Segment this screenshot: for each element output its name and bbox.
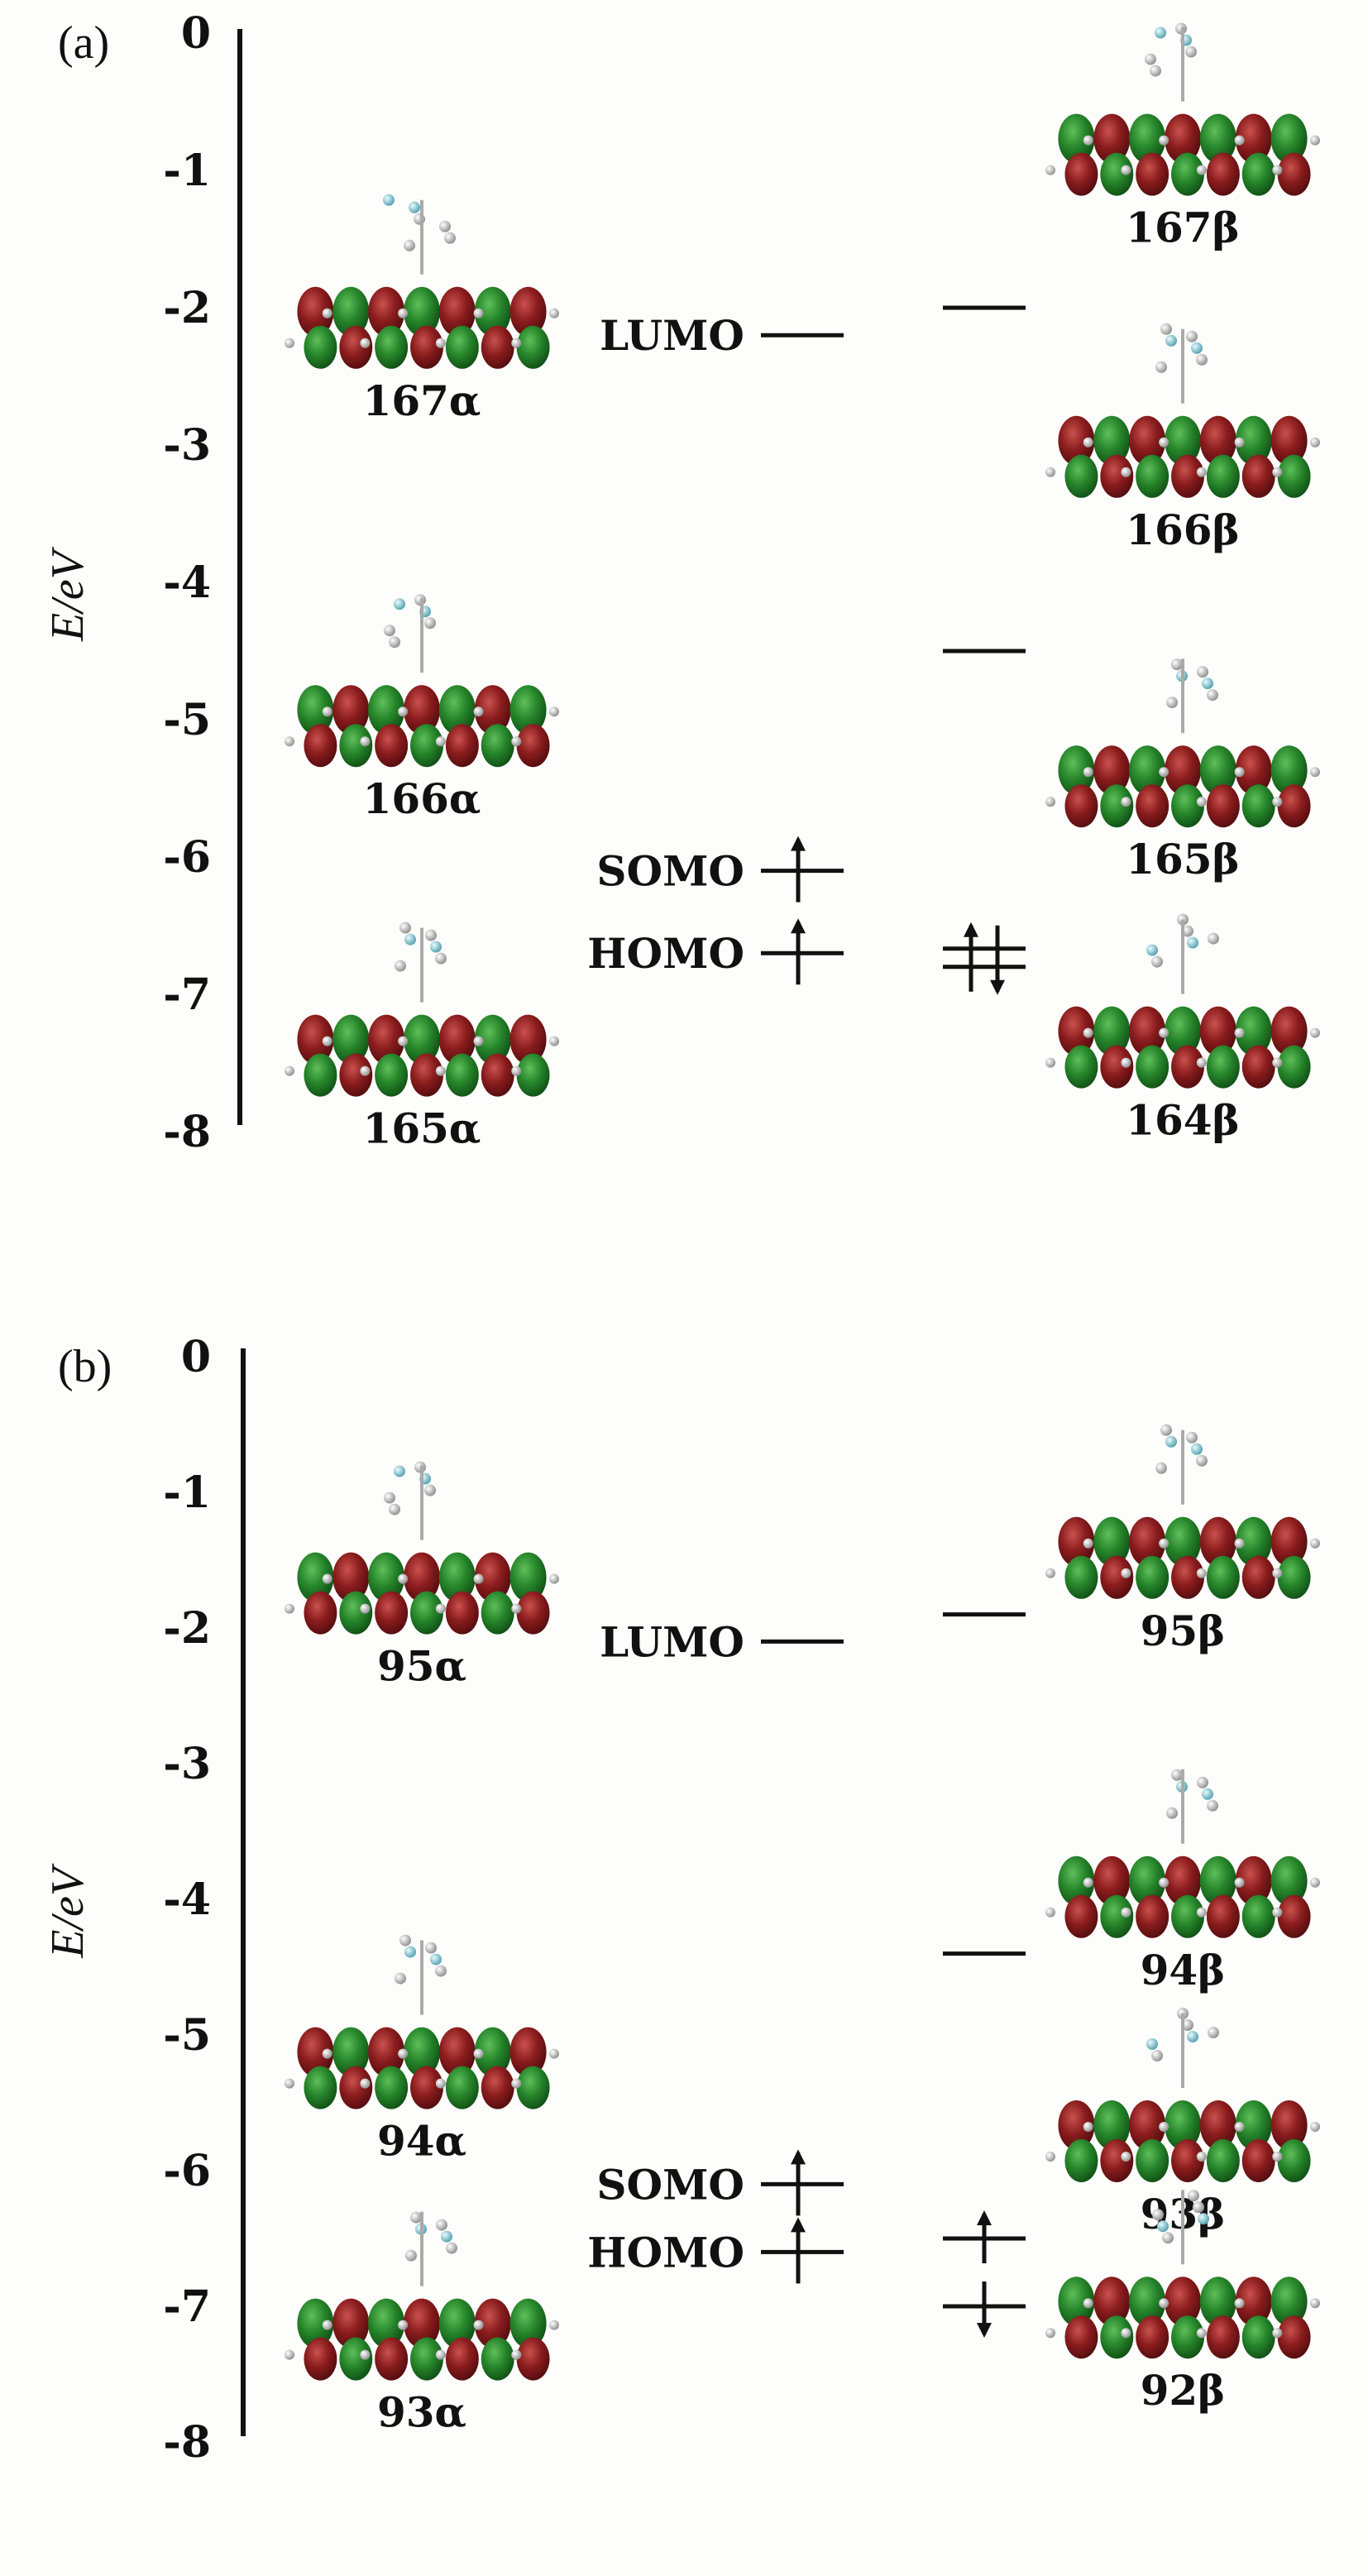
energy-tick-label: 0 [181, 1332, 211, 1382]
beta-orbital-isosurface [1045, 2190, 1320, 2359]
energy-tick-label: -6 [163, 832, 211, 883]
level-label: HOMO [587, 2228, 744, 2277]
panel-label: (a) [58, 17, 109, 69]
alpha-orbital-isosurface [285, 1461, 559, 1635]
level-label: HOMO [587, 929, 744, 978]
energy-tick-label: -3 [163, 1739, 211, 1789]
beta-orbital-label: 95β [1141, 1606, 1226, 1655]
energy-tick-label: -2 [163, 1603, 211, 1654]
spin-up-arrow [791, 836, 806, 903]
spin-up-arrow [791, 2149, 806, 2216]
beta-orbital-label: 165β [1126, 835, 1240, 883]
energy-axis-label: E/eV [42, 546, 93, 642]
energy-axis-label: E/eV [42, 1863, 93, 1959]
beta-orbital-label: 164β [1126, 1096, 1240, 1145]
panel-b: (b) 0 -1 -2 -3 -4 -5 -6 -7 -8 E/eV 95α 94α 93α 95β 94β 9… [42, 1332, 1320, 2468]
beta-orbital-isosurface [1045, 323, 1320, 498]
spin-down-arrow [977, 2282, 992, 2338]
spin-up-arrow [977, 2210, 992, 2263]
level-label: LUMO [600, 1617, 744, 1666]
alpha-orbital-isosurface [285, 922, 559, 1097]
beta-orbital-label: 92β [1141, 2366, 1226, 2415]
beta-orbital-isosurface [1045, 2008, 1320, 2182]
energy-tick-label: 0 [181, 8, 211, 59]
energy-tick-label: -4 [163, 1875, 211, 1925]
beta-orbital-label: 94β [1141, 1946, 1226, 1994]
alpha-orbital-label: 94α [377, 2117, 466, 2166]
level-label: SOMO [596, 847, 744, 896]
energy-tick-label: -3 [163, 420, 211, 471]
energy-tick-label: -8 [163, 1107, 211, 1157]
beta-orbital-isosurface [1045, 1424, 1320, 1599]
alpha-orbital-isosurface [285, 1934, 559, 2109]
energy-tick-label: -4 [163, 558, 211, 608]
beta-orbital-label: 167β [1126, 203, 1240, 252]
beta-orbital-isosurface [1045, 658, 1320, 828]
spin-up-arrow [791, 2217, 806, 2284]
beta-orbital-isosurface [1045, 22, 1320, 196]
beta-orbital-label: 166β [1126, 505, 1240, 554]
spin-down-arrow [990, 925, 1005, 995]
beta-orbital-isosurface [1045, 913, 1320, 1089]
level-label: LUMO [600, 311, 744, 360]
level-label: SOMO [596, 2160, 744, 2209]
energy-tick-label: -5 [163, 695, 211, 745]
spin-up-arrow [964, 922, 978, 992]
alpha-orbital-label: 95α [377, 1642, 466, 1691]
alpha-orbital-isosurface [285, 2211, 559, 2381]
energy-tick-label: -1 [163, 146, 211, 196]
panel-a: (a) 0 -1 -2 -3 -4 -5 -6 -7 -8 E/eV 167α 166α 165α 167β… [42, 8, 1320, 1157]
energy-tick-label: -6 [163, 2146, 211, 2196]
panel-label: (b) [58, 1341, 112, 1392]
energy-tick-label: -1 [163, 1468, 211, 1518]
energy-tick-label: -2 [163, 283, 211, 333]
energy-tick-label: -7 [163, 2282, 211, 2332]
alpha-orbital-label: 167α [363, 376, 481, 425]
beta-orbital-isosurface [1045, 1769, 1320, 1938]
energy-tick-label: -8 [163, 2417, 211, 2468]
alpha-orbital-isosurface [285, 594, 559, 768]
alpha-orbital-label: 93α [377, 2388, 466, 2437]
energy-tick-label: -5 [163, 2010, 211, 2061]
spin-up-arrow [791, 918, 806, 985]
alpha-orbital-label: 166α [363, 774, 481, 823]
alpha-orbital-label: 165α [363, 1104, 481, 1153]
energy-tick-label: -7 [163, 970, 211, 1020]
alpha-orbital-isosurface [285, 194, 559, 369]
